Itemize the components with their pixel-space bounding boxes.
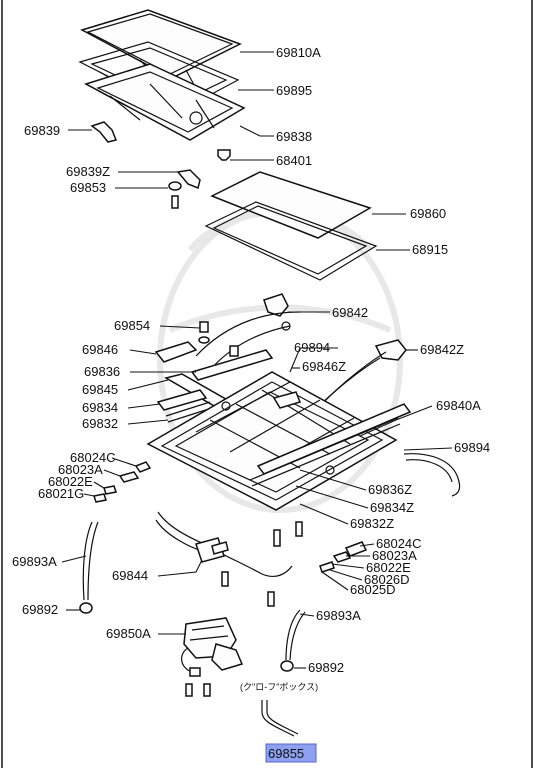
rail-69834Z (249, 417, 401, 487)
label-68024C-left: 68024C (70, 450, 116, 465)
label-69895: 69895 (276, 83, 312, 98)
label-69842: 69842 (332, 305, 368, 320)
label-68022E-right: 68022E (366, 560, 411, 575)
frame-69840A (146, 371, 398, 511)
bracket-69846Z (272, 391, 302, 409)
drain-69893A-right (285, 609, 301, 661)
label-69894-top: 69894 (294, 340, 330, 355)
clip-68401 (217, 149, 231, 161)
label-68915: 68915 (412, 242, 448, 257)
label-68025D: 68025D (350, 582, 396, 597)
hinge-69842Z (374, 339, 407, 361)
seal-68915 (204, 201, 378, 281)
label-69855: 69855 (268, 746, 304, 761)
glovebox-note: (ク"ロ-フ"ボックス) (240, 682, 318, 692)
washer-69853 (168, 181, 182, 209)
label-68401: 68401 (276, 153, 312, 168)
label-68021G: 68021G (38, 486, 84, 501)
rail-69834 (156, 389, 208, 411)
bracket-69846 (154, 341, 198, 363)
motor-69850A (181, 617, 244, 697)
label-68024C-right: 68024C (376, 536, 422, 551)
label-69893A-right: 69893A (316, 608, 361, 623)
glass-69860 (210, 171, 372, 239)
cable-upper-2 (209, 325, 291, 371)
leader-lines (61, 51, 453, 669)
bolt-center (229, 345, 239, 357)
label-69832Z: 69832Z (350, 516, 394, 531)
label-69854: 69854 (114, 318, 150, 333)
drain-69893A-right-2 (289, 611, 306, 661)
rail-69836 (190, 349, 274, 381)
label-68022E-left: 68022E (48, 474, 93, 489)
label-69836Z: 69836Z (368, 482, 412, 497)
grommet-69892-right (280, 660, 294, 672)
label-69839: 69839 (24, 123, 60, 138)
label-69834Z: 69834Z (370, 500, 414, 515)
label-69892-left: 69892 (22, 602, 58, 617)
label-69838: 69838 (276, 129, 312, 144)
crank-69855 (261, 700, 299, 737)
label-68023A-right: 68023A (372, 548, 417, 563)
label-69844: 69844 (112, 568, 148, 583)
clips-left (93, 461, 152, 503)
glass-panel-69810A (80, 9, 242, 79)
label-69810A: 69810A (276, 45, 321, 60)
label-68026D: 68026D (364, 572, 410, 587)
hinge-69842 (263, 293, 291, 331)
screw-69854 (198, 321, 210, 344)
label-68023A-left: 68023A (58, 462, 103, 477)
label-69850A: 69850A (106, 626, 151, 641)
label-69860: 69860 (410, 206, 446, 221)
housing-69838 (84, 63, 246, 141)
bracket-69839 (90, 121, 118, 143)
bracket-69839Z (176, 169, 201, 190)
drain-69894-right-2 (405, 459, 453, 483)
label-69836: 69836 (84, 364, 120, 379)
rail-69836Z (256, 403, 412, 475)
harness-69844 (155, 511, 293, 578)
label-69892-right: 69892 (308, 660, 344, 675)
label-69840A: 69840A (436, 398, 481, 413)
label-69839Z: 69839Z (66, 164, 110, 179)
label-69832: 69832 (82, 416, 118, 431)
label-69845: 69845 (82, 382, 118, 397)
label-69855-highlight (265, 743, 317, 763)
grommet-69892-left (79, 602, 93, 614)
drain-69893A-left-2 (87, 521, 99, 601)
label-69834: 69834 (82, 400, 118, 415)
drain-69894-right (403, 453, 461, 497)
label-69846: 69846 (82, 342, 118, 357)
label-69893A-left: 69893A (12, 554, 57, 569)
label-69894-right: 69894 (454, 440, 490, 455)
label-69846Z: 69846Z (302, 359, 346, 374)
label-69853: 69853 (70, 180, 106, 195)
label-69842Z: 69842Z (420, 342, 464, 357)
bolts-under-frame (221, 521, 303, 607)
